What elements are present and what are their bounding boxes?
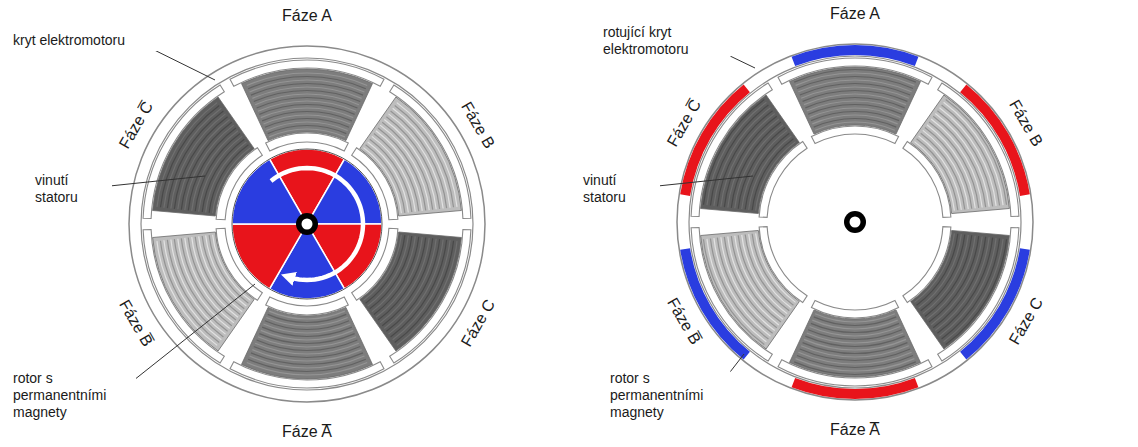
callout-label: vinutí statoru: [578, 170, 660, 208]
phase-label: Fáze A̅: [823, 418, 887, 441]
housing: [129, 46, 485, 402]
stator: [129, 46, 485, 402]
phase-label: Fáze A: [275, 4, 339, 27]
rotor: [232, 149, 382, 299]
phase-label: Fáze A̅: [275, 420, 339, 443]
callout-label: vinutí statoru: [30, 170, 112, 208]
stator-winding: [701, 230, 800, 349]
stator-winding: [701, 95, 800, 214]
stator-winding: [789, 67, 920, 134]
callout-label: rotor s permanentními magnety: [605, 368, 733, 422]
stator: [677, 44, 1033, 400]
shaft: [844, 211, 866, 233]
shaft: [296, 213, 318, 235]
rotation-arrow: [271, 168, 363, 280]
stator-winding: [241, 69, 372, 141]
stator-winding: [789, 310, 920, 377]
phase-label: Fáze A: [823, 2, 887, 25]
stator-winding: [911, 95, 1010, 214]
callout-label: kryt elektromotoru: [8, 30, 168, 51]
stator-winding: [911, 230, 1010, 349]
callout-label: rotor s permanentními magnety: [8, 368, 136, 422]
housing: [677, 44, 1033, 400]
callout-label: rotující kryt elektromotoru: [598, 22, 733, 60]
stator-winding: [241, 307, 372, 379]
